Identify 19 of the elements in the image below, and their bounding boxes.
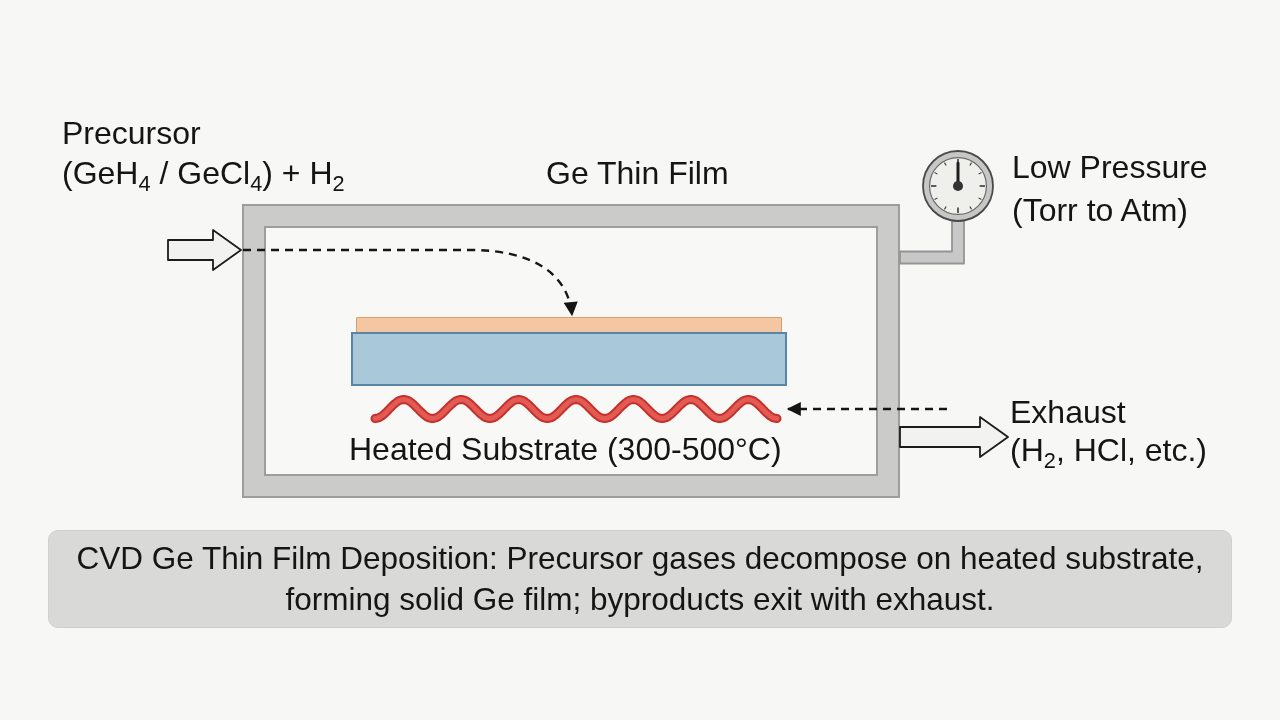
- substrate-block: [351, 332, 787, 386]
- reaction-chamber: [242, 204, 900, 498]
- film-layer: [356, 317, 782, 333]
- heating-coil: [370, 394, 782, 424]
- caption-text: CVD Ge Thin Film Deposition: Precursor gases decompose on heated substrate, forming solid Ge film; byproducts exit with exhaust.: [75, 539, 1205, 619]
- outlet-label: Exhaust: [1010, 393, 1127, 431]
- pressure-label: Low Pressure: [1012, 148, 1208, 186]
- block-arrow: [899, 416, 1009, 458]
- precursor-label: Precursor: [62, 114, 201, 152]
- flow-arrow: [243, 248, 577, 317]
- outlet-gases-label: (H$_{2}$, HCl, etc.): [1010, 431, 1208, 469]
- pipe: [899, 220, 965, 265]
- flow-arrow: [786, 402, 947, 416]
- pressure-gauge: [922, 150, 994, 222]
- pressure-range-label: (Torr to Atm): [1012, 191, 1188, 229]
- heater-label: Heated Substrate (300-500°C): [349, 430, 782, 468]
- film-label: Ge Thin Film: [546, 154, 729, 192]
- block-arrow: [167, 229, 242, 271]
- precursor-formula: (GeH$_{4}$ / GeCl$_{4}$) + H$_{2}$: [62, 154, 345, 192]
